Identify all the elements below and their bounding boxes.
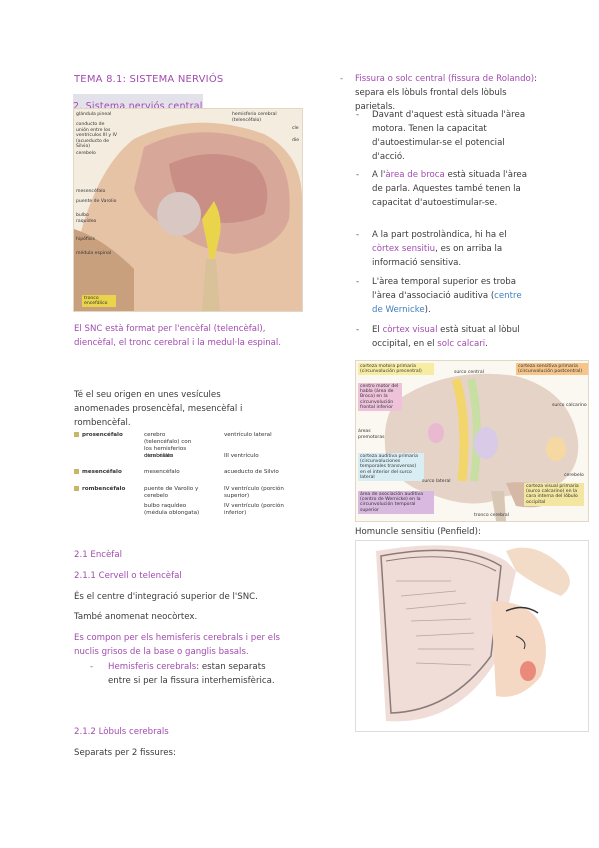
section-highlight: 2. Sistema nerviós central <box>73 94 203 112</box>
page-title: TEMA 8.1: SISTEMA NERVIÓS <box>74 74 224 85</box>
label-cerebellum: cerebelo <box>76 151 96 156</box>
label-visual-cortex: corteza visual primaria (surco calcarino… <box>524 483 584 506</box>
vesicle-part: mesencéfalo <box>144 469 180 475</box>
label-hemisphere: hemisferio cerebral (telencéfalo) <box>232 112 277 123</box>
paragraph-1: És el centre d'integració superior de l'… <box>74 592 258 602</box>
vesicle-part: cerebro (telencéfalo) con los hemisferio… <box>144 432 192 459</box>
label-central-sulcus: surco central <box>454 370 484 375</box>
homunculus-illustration <box>376 545 570 722</box>
label-die: die <box>292 138 300 143</box>
vesicle-part: puente de Varolio y cerebelo <box>144 486 199 499</box>
vesicle-rhombencephalon: rombencéfalo <box>74 486 125 493</box>
vesicle-mesencephalon: mesencéfalo <box>74 469 122 476</box>
homunculus-figure <box>355 540 589 732</box>
label-brainstem: tronco cerebral <box>474 513 509 518</box>
fissure-item: - Fissura o solc central (fissura de Rol… <box>340 74 538 112</box>
label-spinal-cord: médula espinal <box>76 251 112 256</box>
brain-sagittal-figure: glándula pineal conducto de unión entre … <box>73 108 303 312</box>
label-cerebellum: cerebelo <box>564 473 584 478</box>
label-lateral-sulcus: surco lateral <box>422 479 451 484</box>
label-midbrain: mesencéfalo <box>76 189 106 194</box>
sensory-cortex-item: - A la part postrolàndica, hi ha el còrt… <box>356 230 507 268</box>
wernicke-item: - L'àrea temporal superior es troba l'àr… <box>356 277 522 315</box>
paragraph-2: També anomenat neocòrtex. <box>74 612 198 622</box>
vesicle-deriv: IV ventrículo (porción superior) <box>224 486 284 499</box>
vesicle-prosencephalon: prosencéfalo <box>74 432 123 439</box>
brain-lobes-figure: corteza motora primaria (circunvolución … <box>355 360 589 522</box>
hemispheres-item: - Hemisferis cerebrals: estan separats e… <box>90 662 275 686</box>
section-2-1: 2.1 Encèfal <box>74 550 122 560</box>
label-brainstem: tronco encefálico <box>82 295 116 308</box>
label-sensory-cortex: corteza sensitiva primaria (circunvoluci… <box>516 363 588 376</box>
broca-item: - A l'àrea de broca està situada l'àrea … <box>356 170 527 208</box>
label-pons: puente de Varolio <box>76 199 117 204</box>
vesicle-part: diencéfalo <box>144 453 173 459</box>
label-cle: cle <box>292 126 299 131</box>
visual-cortex-item: - El còrtex visual està situat al lòbul … <box>356 325 520 349</box>
label-wernicke: área de asociación auditiva (centro de W… <box>358 491 434 514</box>
brain-sagittal-illustration <box>74 122 302 311</box>
label-calcarine-sulcus: surco calcarino <box>552 403 587 408</box>
label-premotor: áreas premotoras <box>358 429 385 440</box>
vesicle-deriv: acueducto de Silvio <box>224 469 279 475</box>
label-medulla: bulbo raquídeo <box>76 213 97 224</box>
label-pineal: glándula pineal <box>76 112 112 117</box>
vesicle-deriv: IV ventrículo (porción inferior) <box>224 503 284 516</box>
motor-area-item: - Davant d'aquest està situada l'àrea mo… <box>356 110 526 162</box>
label-hypophysis: hipófisis <box>76 237 95 242</box>
paragraph-3: Es compon per els hemisferis cerebrals i… <box>74 633 280 657</box>
section-2-1-1: 2.1.1 Cervell o telencèfal <box>74 571 182 581</box>
label-auditory-cortex: corteza auditiva primaria (circunvolucio… <box>358 453 424 482</box>
vesicle-part: bulbo raquídeo (médula oblongata) <box>144 503 200 516</box>
homunculus-caption: Homuncle sensitiu (Penfield): <box>355 527 481 537</box>
vesicle-deriv: III ventrículo <box>224 453 259 459</box>
snc-paragraph: El SNC està format per l'encèfal (telenc… <box>74 324 282 348</box>
paragraph-4: Separats per 2 fissures: <box>74 748 176 758</box>
label-aqueduct: conducto de unión entre los ventrículos … <box>76 122 118 149</box>
vesicles-diagram: prosencéfalo cerebro (telencéfalo) con l… <box>74 432 304 524</box>
origin-paragraph: Té el seu origen en unes vesícules anome… <box>74 390 243 428</box>
label-motor-cortex: corteza motora primaria (circunvolución … <box>358 363 434 376</box>
section-2-heading: 2. Sistema nerviós central <box>73 101 203 112</box>
label-broca-area: centro motor del habla (área de Broca) e… <box>358 383 402 412</box>
section-2-1-2: 2.1.2 Lòbuls cerebrals <box>74 727 169 737</box>
vesicle-deriv: ventrículo lateral <box>224 432 272 438</box>
